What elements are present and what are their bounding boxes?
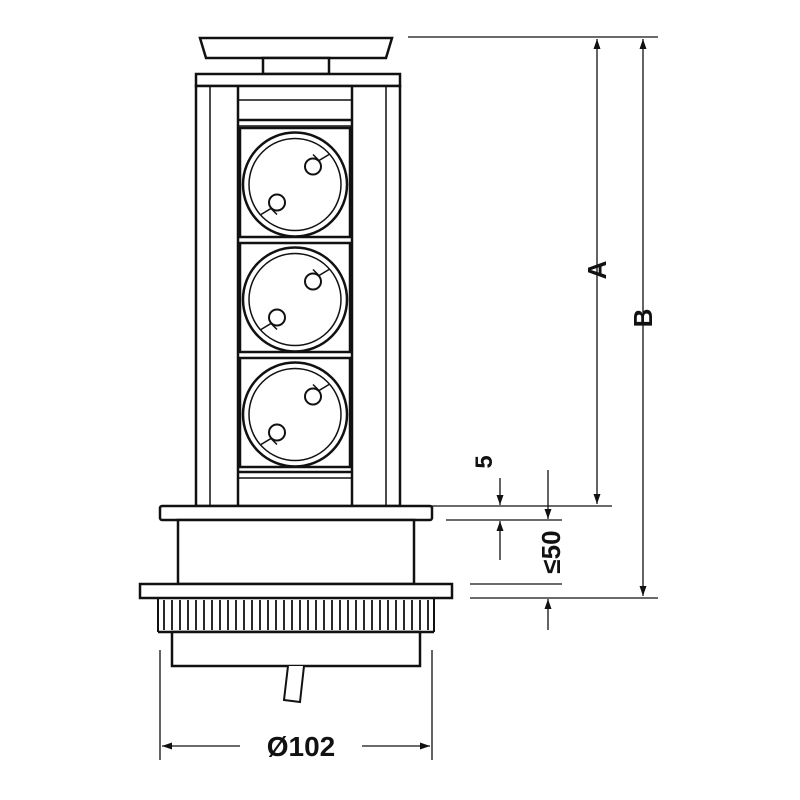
housing-sleeve	[176, 518, 416, 586]
socket-recess	[248, 252, 342, 347]
pin-hole	[304, 157, 322, 176]
collar-plate	[158, 504, 434, 522]
base-assembly	[138, 504, 454, 704]
bottom-housing	[170, 630, 422, 668]
label-diameter: Ø102	[267, 731, 336, 762]
top-cap	[198, 36, 394, 60]
label-max-depth: ≤50	[536, 530, 566, 573]
label-gap-5: 5	[471, 455, 498, 468]
cap-neck	[261, 56, 331, 76]
socket-recess	[248, 367, 342, 462]
dimension-labels: A B 5 ≤50 Ø102	[267, 260, 658, 762]
pin-hole	[268, 193, 286, 212]
power-cable	[282, 665, 305, 704]
socket-stack	[238, 126, 352, 469]
pin-hole	[268, 423, 286, 442]
socket-3	[238, 356, 352, 469]
pin-hole	[268, 308, 286, 327]
pin-hole	[304, 272, 322, 291]
socket-1	[238, 126, 352, 239]
top-plate	[194, 72, 402, 88]
mounting-flange	[138, 582, 454, 600]
label-b: B	[628, 309, 658, 328]
pin-hole	[304, 387, 322, 406]
socket-recess	[248, 137, 342, 232]
socket-2	[238, 241, 352, 354]
label-a: A	[582, 260, 612, 279]
dimension-lines	[159, 36, 658, 760]
clamp-ring-ridges	[163, 600, 429, 630]
